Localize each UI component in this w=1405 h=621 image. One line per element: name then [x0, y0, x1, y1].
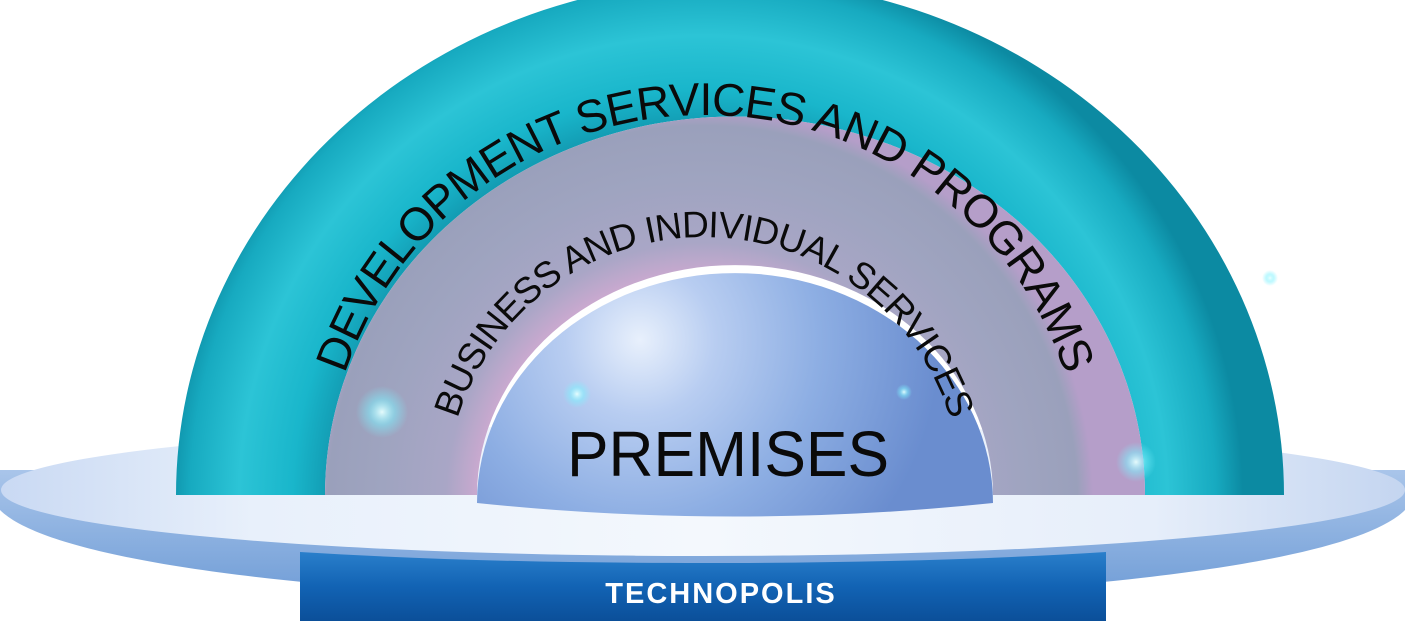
layer-outer-arc: [176, 0, 1284, 495]
sparkle-icon: [356, 386, 408, 438]
sparkle-icon: [896, 384, 912, 400]
layer-core-label: PREMISES: [567, 418, 889, 490]
sparkle-icon: [563, 380, 591, 408]
base-label: TECHNOPOLIS: [605, 578, 836, 610]
technopolis-band: [300, 552, 1106, 621]
layer-middle-arc: [325, 116, 1145, 496]
sparkle-icon: [1116, 442, 1156, 482]
layer-core-dome: [477, 273, 993, 517]
sparkle-decorations: [356, 270, 1278, 482]
sparkle-icon: [1262, 270, 1278, 286]
